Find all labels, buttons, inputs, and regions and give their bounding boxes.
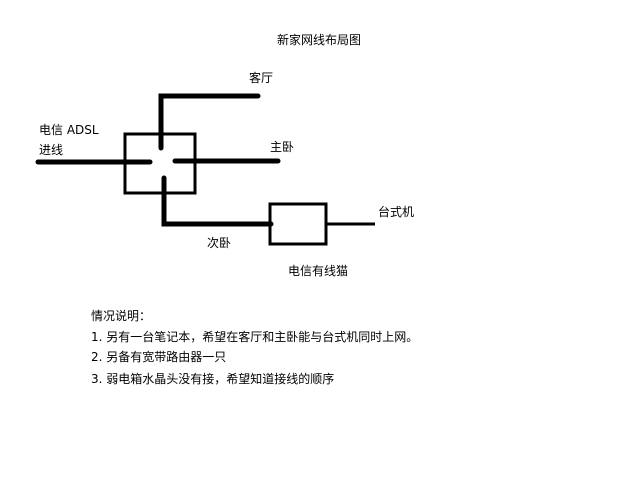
note-item: 2. 另备有宽带路由器一只 bbox=[91, 350, 227, 364]
label-living-room: 客厅 bbox=[249, 71, 274, 85]
label-adsl: 电信 ADSL bbox=[39, 123, 99, 137]
note-item: 3. 弱电箱水晶头没有接，希望知道接线的顺序 bbox=[91, 372, 335, 386]
notes-heading: 情况说明： bbox=[91, 309, 152, 323]
label-modem: 电信有线猫 bbox=[288, 264, 349, 278]
living-room-line bbox=[158, 93, 261, 151]
diagram-title: 新家网线布局图 bbox=[277, 33, 362, 47]
second-bedroom-line bbox=[161, 175, 274, 227]
label-desktop: 台式机 bbox=[378, 205, 415, 219]
label-adsl-input: 进线 bbox=[39, 143, 64, 157]
modem-box bbox=[268, 202, 328, 246]
label-second-bedroom: 次卧 bbox=[207, 236, 232, 250]
label-master-bedroom: 主卧 bbox=[270, 140, 295, 154]
note-item: 1. 另有一台笔记本，希望在客厅和主卧能与台式机同时上网。 bbox=[91, 330, 419, 344]
